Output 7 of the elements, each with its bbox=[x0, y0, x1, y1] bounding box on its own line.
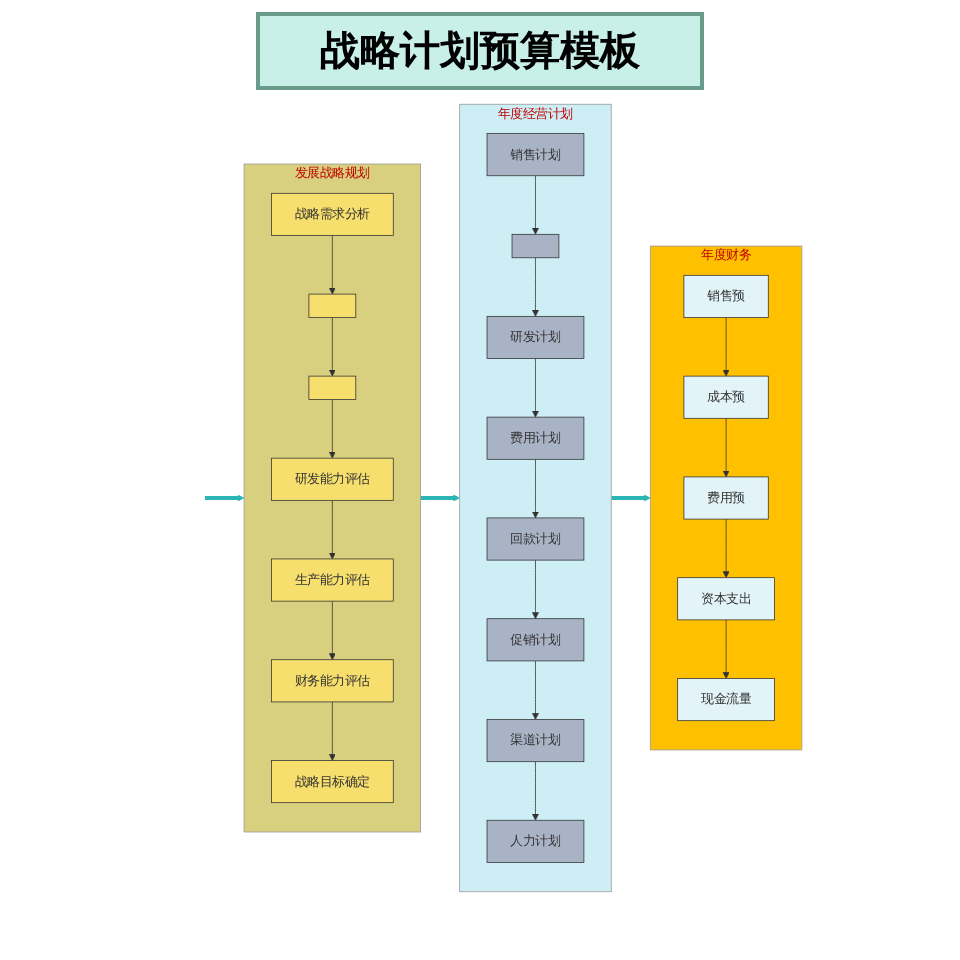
node-box bbox=[308, 293, 357, 318]
node-box bbox=[308, 375, 357, 400]
block-arrow bbox=[420, 494, 460, 502]
node-box bbox=[511, 233, 560, 259]
block-arrow bbox=[205, 494, 245, 502]
block-arrow bbox=[611, 494, 651, 502]
title: 战略计划预算模板 bbox=[256, 12, 704, 90]
